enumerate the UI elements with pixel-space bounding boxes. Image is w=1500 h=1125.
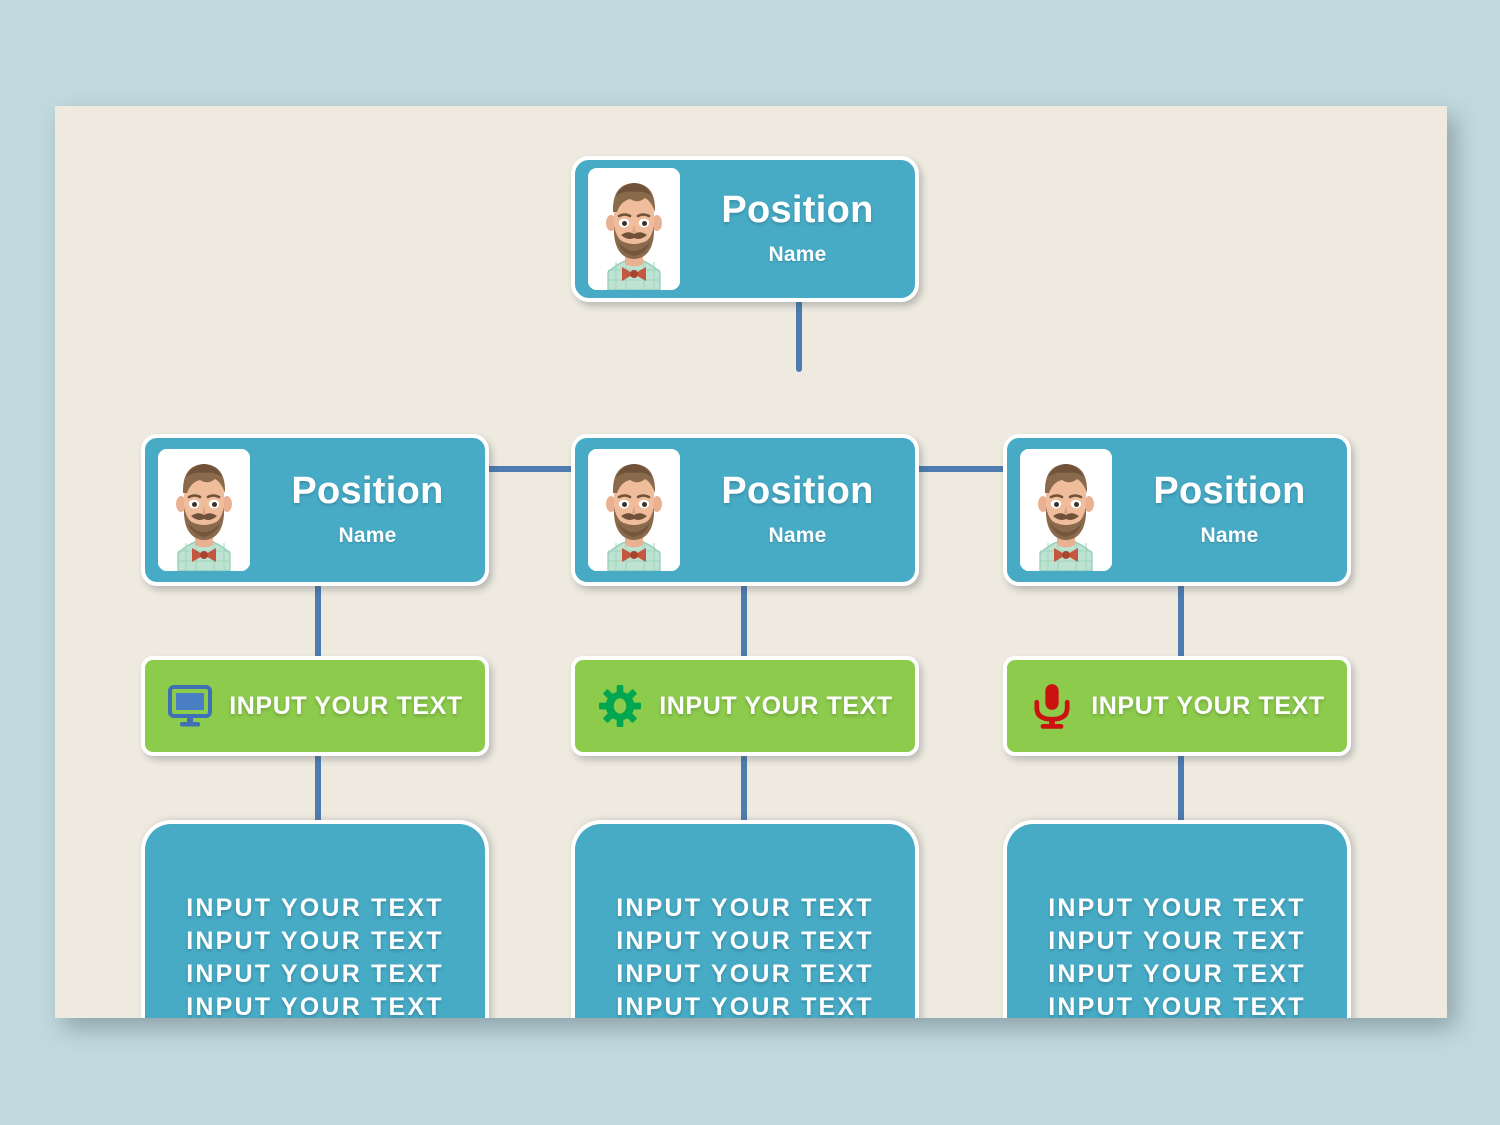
detail-line: INPUT YOUR TEXT bbox=[1048, 927, 1306, 955]
person-text-block: Position Name bbox=[680, 189, 915, 267]
name-label: Name bbox=[338, 523, 397, 547]
bearded-man-avatar-icon bbox=[158, 449, 250, 571]
bearded-man-avatar-icon bbox=[588, 449, 680, 571]
detail-panel-left[interactable]: INPUT YOUR TEXT INPUT YOUR TEXT INPUT YO… bbox=[141, 820, 489, 1018]
detail-line: INPUT YOUR TEXT bbox=[616, 960, 874, 988]
person-text-block: Position Name bbox=[250, 470, 485, 548]
avatar bbox=[1020, 449, 1112, 571]
connector-person-to-action-left bbox=[315, 584, 321, 660]
connector-person-to-action-right bbox=[1178, 584, 1184, 660]
slide-canvas: Position Name bbox=[55, 106, 1447, 1018]
avatar bbox=[588, 168, 680, 290]
detail-line: INPUT YOUR TEXT bbox=[1048, 993, 1306, 1018]
detail-panel-text: INPUT YOUR TEXT INPUT YOUR TEXT INPUT YO… bbox=[575, 824, 915, 1018]
person-text-block: Position Name bbox=[1112, 470, 1347, 548]
detail-line: INPUT YOUR TEXT bbox=[186, 894, 444, 922]
detail-line: INPUT YOUR TEXT bbox=[616, 894, 874, 922]
action-bar-right[interactable]: INPUT YOUR TEXT bbox=[1003, 656, 1351, 756]
detail-panel-center[interactable]: INPUT YOUR TEXT INPUT YOUR TEXT INPUT YO… bbox=[571, 820, 919, 1018]
connector-action-to-detail-center bbox=[741, 754, 747, 826]
action-label: INPUT YOUR TEXT bbox=[659, 691, 893, 720]
position-label: Position bbox=[721, 189, 874, 232]
detail-panel-text: INPUT YOUR TEXT INPUT YOUR TEXT INPUT YO… bbox=[1007, 824, 1347, 1018]
connector-action-to-detail-right bbox=[1178, 754, 1184, 826]
detail-panel-text: INPUT YOUR TEXT INPUT YOUR TEXT INPUT YO… bbox=[145, 824, 485, 1018]
avatar bbox=[588, 449, 680, 571]
org-node-left[interactable]: Position Name bbox=[141, 434, 489, 586]
name-label: Name bbox=[768, 523, 827, 547]
position-label: Position bbox=[1153, 470, 1306, 513]
detail-panel-right[interactable]: INPUT YOUR TEXT INPUT YOUR TEXT INPUT YO… bbox=[1003, 820, 1351, 1018]
action-bar-center[interactable]: INPUT YOUR TEXT bbox=[571, 656, 919, 756]
gear-icon bbox=[589, 685, 651, 727]
detail-line: INPUT YOUR TEXT bbox=[186, 960, 444, 988]
person-text-block: Position Name bbox=[680, 470, 915, 548]
connector-root-stem bbox=[796, 298, 802, 372]
position-label: Position bbox=[721, 470, 874, 513]
org-node-root[interactable]: Position Name bbox=[571, 156, 919, 302]
connector-action-to-detail-left bbox=[315, 754, 321, 826]
position-label: Position bbox=[291, 470, 444, 513]
detail-line: INPUT YOUR TEXT bbox=[616, 993, 874, 1018]
bearded-man-avatar-icon bbox=[1020, 449, 1112, 571]
org-node-center[interactable]: Position Name bbox=[571, 434, 919, 586]
detail-line: INPUT YOUR TEXT bbox=[1048, 894, 1306, 922]
action-bar-left[interactable]: INPUT YOUR TEXT bbox=[141, 656, 489, 756]
action-label: INPUT YOUR TEXT bbox=[1091, 691, 1325, 720]
action-label: INPUT YOUR TEXT bbox=[229, 691, 463, 720]
bearded-man-avatar-icon bbox=[588, 168, 680, 290]
monitor-icon bbox=[159, 685, 221, 727]
name-label: Name bbox=[768, 242, 827, 266]
connector-person-to-action-center bbox=[741, 584, 747, 660]
microphone-icon bbox=[1021, 683, 1083, 729]
avatar bbox=[158, 449, 250, 571]
detail-line: INPUT YOUR TEXT bbox=[616, 927, 874, 955]
name-label: Name bbox=[1200, 523, 1259, 547]
detail-line: INPUT YOUR TEXT bbox=[186, 993, 444, 1018]
detail-line: INPUT YOUR TEXT bbox=[1048, 960, 1306, 988]
org-node-right[interactable]: Position Name bbox=[1003, 434, 1351, 586]
detail-line: INPUT YOUR TEXT bbox=[186, 927, 444, 955]
